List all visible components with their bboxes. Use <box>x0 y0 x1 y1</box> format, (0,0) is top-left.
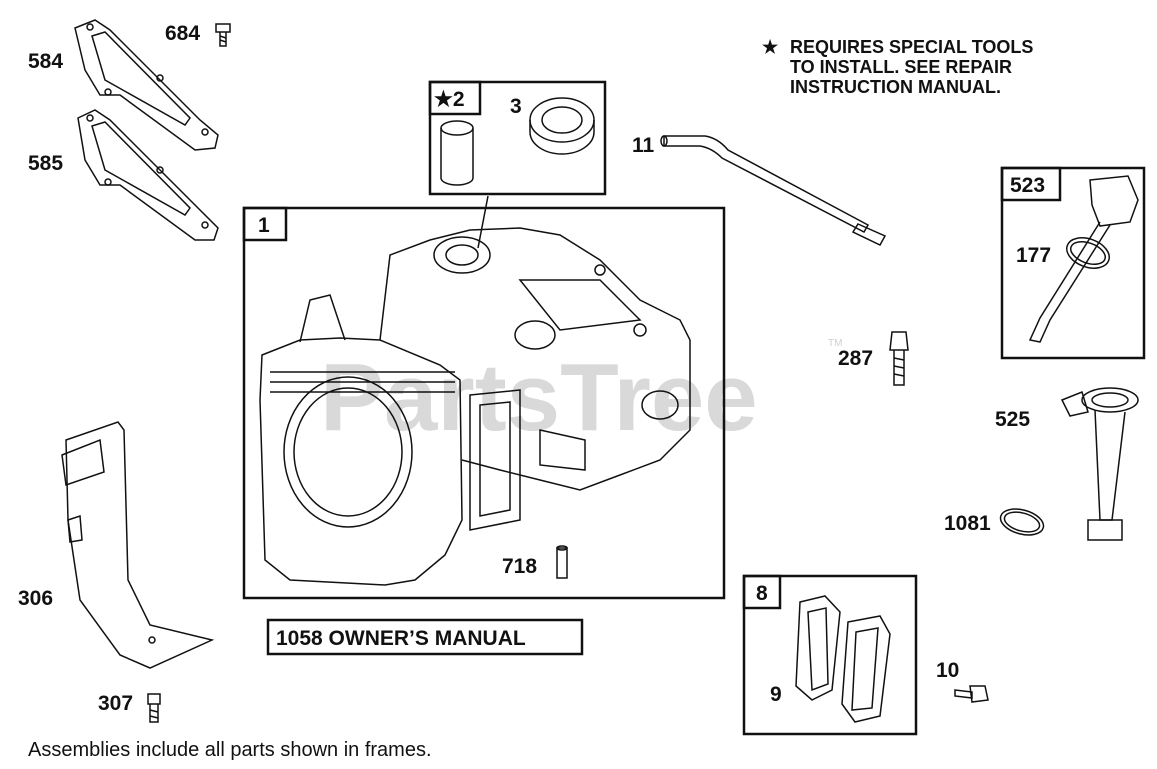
label-1081: 1081 <box>944 512 991 535</box>
label-585: 585 <box>28 152 63 175</box>
part-1081-o-ring[interactable] <box>998 505 1047 540</box>
frame-523-label: 523 <box>1010 174 1045 197</box>
leader-2 <box>477 195 489 249</box>
label-584: 584 <box>28 50 63 73</box>
note-line-2: TO INSTALL. SEE REPAIR <box>790 57 1012 77</box>
label-718: 718 <box>502 555 537 578</box>
part-307-screw[interactable] <box>147 693 161 723</box>
label-307: 307 <box>98 692 133 715</box>
note-line-1: REQUIRES SPECIAL TOOLS <box>790 37 1033 57</box>
label-9: 9 <box>770 683 782 706</box>
part-718-dowel[interactable] <box>556 545 568 579</box>
part-306-shield[interactable] <box>61 421 215 669</box>
part-3-seal[interactable] <box>529 97 595 155</box>
part-684-bolt[interactable] <box>215 23 231 47</box>
part-523-dipstick[interactable] <box>1028 175 1139 343</box>
frame-8-label: 8 <box>756 582 768 605</box>
frame-8[interactable]: 8 9 <box>742 574 918 736</box>
watermark-tm: TM <box>828 338 842 349</box>
label-287: 287 <box>838 347 873 370</box>
label-684: 684 <box>165 22 200 45</box>
watermark: PartsTree <box>320 344 758 451</box>
label-11: 11 <box>632 134 655 157</box>
owners-manual-box[interactable]: 1058 OWNER’S MANUAL <box>266 618 584 656</box>
label-525: 525 <box>995 408 1030 431</box>
label-177: 177 <box>1016 244 1051 267</box>
part-11-dipstick-tube[interactable] <box>660 135 887 246</box>
label-306: 306 <box>18 587 53 610</box>
part-8-breather-cover[interactable] <box>841 615 891 723</box>
part-584-gasket[interactable] <box>74 19 219 151</box>
part-525-tube[interactable] <box>1060 387 1139 541</box>
part-9-gasket[interactable] <box>795 595 841 701</box>
frame-2[interactable]: ★2 3 <box>428 80 607 196</box>
part-1-cylinder-block[interactable] <box>259 227 691 586</box>
footer-note: Assemblies include all parts shown in fr… <box>28 739 432 761</box>
frame-1[interactable]: 1 718 <box>242 206 726 600</box>
frame-2-label: ★2 <box>434 88 465 111</box>
note-star: ★ <box>762 37 779 57</box>
part-10-bolt[interactable] <box>954 685 989 703</box>
part-585-gasket[interactable] <box>77 109 219 241</box>
part-177-o-ring[interactable] <box>1063 232 1114 273</box>
note-line-3: INSTRUCTION MANUAL. <box>790 77 1001 97</box>
frame-1-label: 1 <box>258 214 270 237</box>
label-3: 3 <box>510 95 522 118</box>
owners-manual-label: 1058 OWNER’S MANUAL <box>276 627 526 650</box>
part-2-sleeve[interactable] <box>440 120 474 186</box>
part-287-screw[interactable] <box>889 331 909 386</box>
frame-523[interactable]: 523 177 <box>1000 166 1146 360</box>
special-tools-note: ★ REQUIRES SPECIAL TOOLS TO INSTALL. SEE… <box>762 37 1033 97</box>
label-10: 10 <box>936 659 959 682</box>
